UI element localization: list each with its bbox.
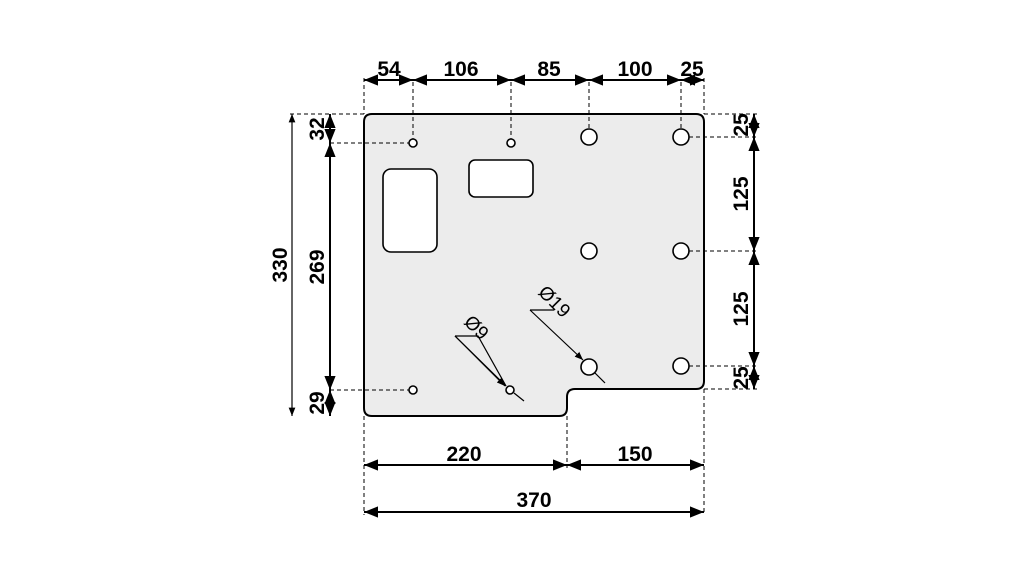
hole-small xyxy=(408,138,418,148)
dim-left-overall: 330 xyxy=(269,247,292,282)
hole-large xyxy=(672,242,690,260)
hole-large xyxy=(672,357,690,375)
hole-small xyxy=(408,385,418,395)
cutout-tall xyxy=(382,168,438,253)
hole-large xyxy=(580,242,598,260)
cutout-wide xyxy=(468,159,534,198)
dim-top-100: 100 xyxy=(617,58,652,81)
plate-outline xyxy=(363,113,705,417)
dim-bottom-right: 150 xyxy=(617,443,652,466)
dim-bottom-left: 220 xyxy=(446,443,481,466)
dimension-lines xyxy=(288,74,760,518)
hole-large xyxy=(672,128,690,146)
dim-top-54: 54 xyxy=(377,58,401,81)
dim-right-bottom: 25 xyxy=(730,366,753,390)
dim-top-25: 25 xyxy=(680,58,704,81)
dim-right-upper: 125 xyxy=(730,176,753,211)
dim-top-106: 106 xyxy=(443,58,478,81)
hole-large xyxy=(580,358,598,376)
dim-right-top: 25 xyxy=(730,113,753,137)
dim-top-85: 85 xyxy=(537,58,561,81)
dim-right-lower: 125 xyxy=(730,291,753,326)
dim-left-top: 32 xyxy=(306,117,329,140)
dim-bottom-overall: 370 xyxy=(516,489,551,512)
hole-small xyxy=(506,138,516,148)
large-holes xyxy=(580,128,690,376)
dim-left-middle: 269 xyxy=(306,249,329,284)
callout-leaders xyxy=(454,309,606,402)
hole-small xyxy=(505,385,515,395)
dim-left-bottom: 29 xyxy=(306,391,329,414)
hole-large xyxy=(580,128,598,146)
